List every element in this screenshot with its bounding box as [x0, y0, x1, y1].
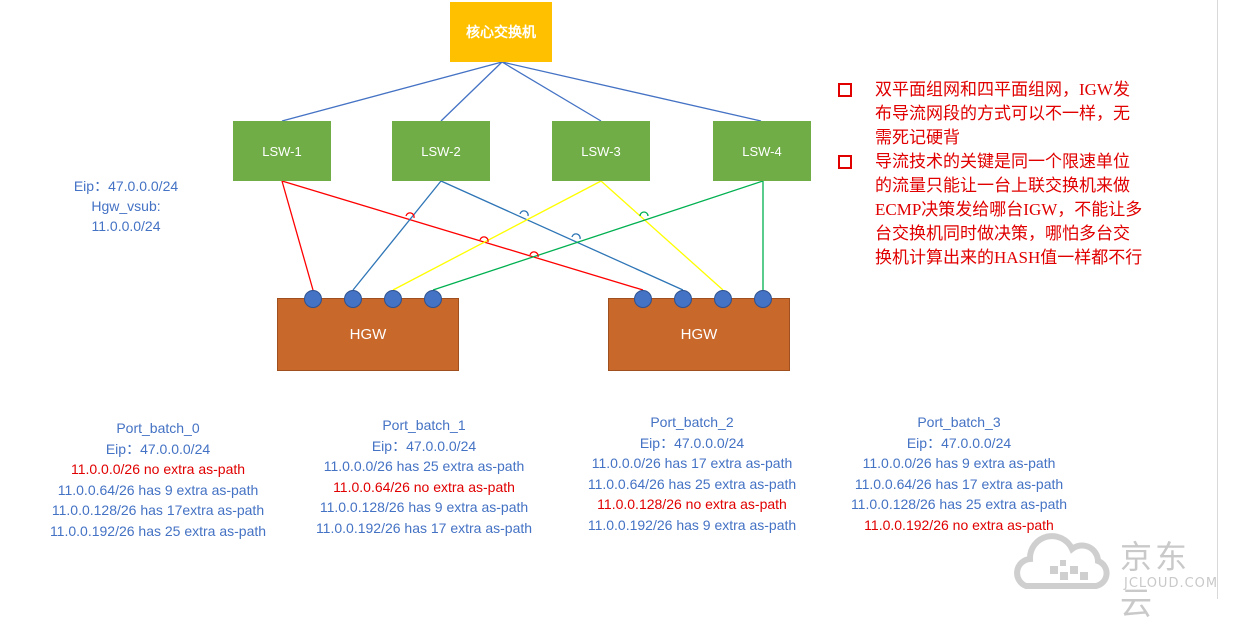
batch-eip: Eip：47.0.0.0/24	[639, 434, 745, 451]
lsw-3: LSW-3	[552, 121, 650, 181]
lsw-2-links	[352, 180, 684, 291]
route-line: 11.0.0.192/26 has 9 extra as-path	[587, 516, 797, 533]
uplink-lsw-2	[440, 61, 503, 122]
note-1: 双平面组网和四平面组网，IGW发 布导流网段的方式可以不一样，无 需死记硬背	[832, 78, 1202, 150]
core-uplinks	[281, 61, 762, 122]
port-hgw-left-1	[304, 290, 322, 308]
route-line: 11.0.0.0/26 has 25 extra as-path	[323, 458, 525, 474]
route-line: 11.0.0.128/26 has 17extra as-path	[51, 502, 265, 518]
batch-title: Port_batch_1	[382, 417, 466, 433]
uplink-lsw-4	[501, 61, 762, 122]
batch-eip: Eip：47.0.0.0/24	[371, 437, 477, 454]
port-hgw-left-3	[384, 290, 402, 308]
route-line: 11.0.0.0/26 no extra as-path	[70, 461, 246, 477]
uplink-lsw-1	[281, 61, 503, 122]
port-hgw-left-2	[344, 290, 362, 308]
note-line: 台交换机同时做决策，哪怕多台交	[875, 224, 1130, 243]
note-line: 双平面组网和四平面组网，IGW发	[875, 80, 1130, 99]
note-line: 换机计算出来的HASH值一样都不行	[875, 248, 1143, 267]
route-line: 11.0.0.64/26 has 17 extra as-path	[854, 475, 1064, 492]
uplink-lsw-3	[501, 61, 602, 122]
hgw-vsub-value: 11.0.0.0/24	[91, 218, 161, 234]
cloud-logo-icon	[1014, 533, 1110, 589]
hgw-left: HGW	[277, 298, 459, 371]
batch-title: Port_batch_0	[116, 420, 200, 436]
route-line: 11.0.0.128/26 no extra as-path	[597, 496, 787, 512]
route-line: 11.0.0.192/26 no extra as-path	[864, 516, 1054, 533]
port-hgw-right-2	[674, 290, 692, 308]
port-batch-1: Port_batch_1 Eip：47.0.0.0/24 11.0.0.0/26…	[296, 415, 552, 538]
note-line: 需死记硬背	[875, 128, 960, 147]
hgw-right: HGW	[608, 298, 790, 371]
port-batch-3: Port_batch_3 Eip：47.0.0.0/24 11.0.0.0/26…	[831, 412, 1087, 535]
lsw-4-links	[432, 180, 764, 291]
slide-border	[1217, 0, 1218, 599]
line-crossing-hops	[405, 210, 649, 258]
route-line: 11.0.0.192/26 has 25 extra as-path	[49, 522, 267, 539]
route-line: 11.0.0.192/26 has 17 extra as-path	[315, 519, 533, 536]
notes: 双平面组网和四平面组网，IGW发 布导流网段的方式可以不一样，无 需死记硬背 导…	[832, 78, 1202, 270]
lsw-4: LSW-4	[713, 121, 811, 181]
network-links	[281, 61, 764, 291]
note-line: ECMP决策发给哪台IGW，不能让多	[875, 200, 1143, 219]
lsw-3-links	[392, 180, 724, 291]
lsw-2: LSW-2	[392, 121, 490, 181]
port-batch-2: Port_batch_2 Eip：47.0.0.0/24 11.0.0.0/26…	[564, 412, 820, 535]
hgw-vsub-label: Hgw_vsub:	[91, 198, 161, 214]
route-line: 11.0.0.64/26 has 25 extra as-path	[587, 475, 797, 492]
eip-line: Eip：47.0.0.0/24	[73, 178, 179, 194]
route-line: 11.0.0.0/26 has 9 extra as-path	[862, 455, 1056, 471]
port-batch-0: Port_batch_0 Eip：47.0.0.0/24 11.0.0.0/26…	[30, 418, 286, 541]
note-2: 导流技术的关键是同一个限速单位 的流量只能让一台上联交换机来做 ECMP决策发给…	[832, 150, 1202, 270]
batch-eip: Eip：47.0.0.0/24	[105, 440, 211, 457]
note-line: 布导流网段的方式可以不一样，无	[875, 104, 1130, 123]
route-line: 11.0.0.0/26 has 17 extra as-path	[591, 455, 793, 471]
port-hgw-right-4	[754, 290, 772, 308]
eip-info: Eip：47.0.0.0/24 Hgw_vsub: 11.0.0.0/24	[56, 176, 196, 236]
batch-title: Port_batch_2	[650, 414, 734, 430]
batch-eip: Eip：47.0.0.0/24	[906, 434, 1012, 451]
note-line: 的流量只能让一台上联交换机来做	[875, 176, 1130, 195]
jcloud-logo: 京东云 JCLOUD.COM	[1012, 528, 1222, 622]
lsw-1: LSW-1	[233, 121, 331, 181]
route-line: 11.0.0.64/26 no extra as-path	[333, 478, 515, 495]
route-line: 11.0.0.128/26 has 9 extra as-path	[319, 499, 529, 515]
route-line: 11.0.0.128/26 has 25 extra as-path	[850, 496, 1068, 512]
square-bullet-icon	[838, 155, 852, 169]
route-line: 11.0.0.64/26 has 9 extra as-path	[57, 481, 259, 498]
core-switch: 核心交换机	[450, 2, 552, 62]
port-hgw-right-3	[714, 290, 732, 308]
logo-text-en: JCLOUD.COM	[1124, 576, 1219, 591]
lsw-1-links	[281, 180, 644, 291]
square-bullet-icon	[838, 83, 852, 97]
batch-title: Port_batch_3	[917, 414, 1001, 430]
note-line: 导流技术的关键是同一个限速单位	[875, 152, 1130, 171]
port-hgw-left-4	[424, 290, 442, 308]
port-hgw-right-1	[634, 290, 652, 308]
